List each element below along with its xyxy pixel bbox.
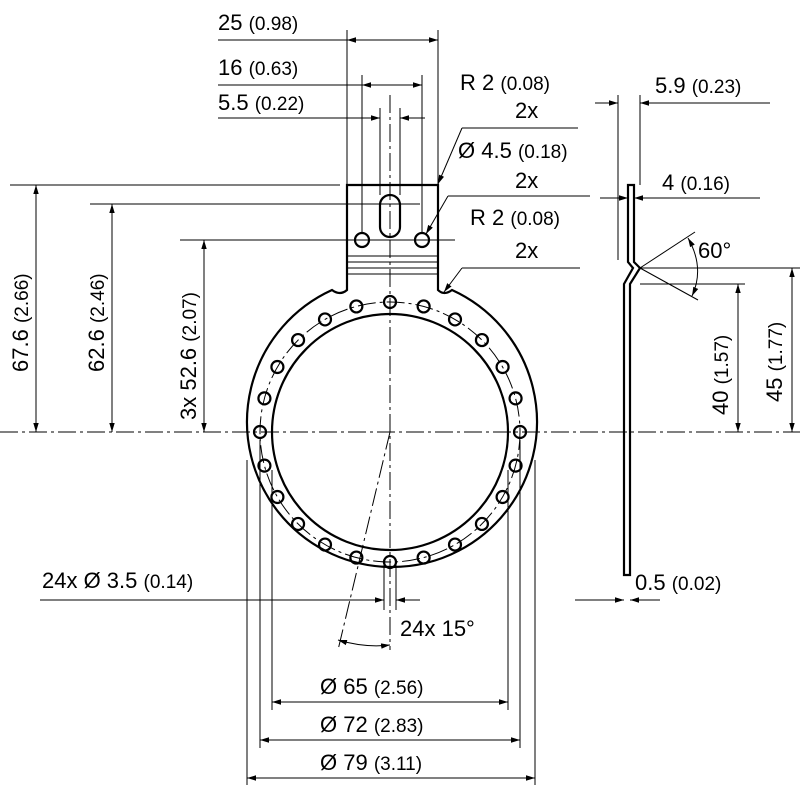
bolt-hole (349, 299, 364, 314)
svg-text:Ø 79 (3.11): Ø 79 (3.11) (320, 750, 422, 775)
bolt-hole (474, 516, 490, 532)
svg-text:40 (1.57): 40 (1.57) (708, 335, 733, 415)
svg-text:62.6 (2.46): 62.6 (2.46) (84, 273, 109, 372)
svg-text:3x 52.6 (2.07): 3x 52.6 (2.07) (176, 292, 201, 420)
bolt-hole (270, 359, 285, 375)
svg-text:5.9 (0.23): 5.9 (0.23) (655, 73, 741, 98)
bolt-hole (290, 332, 306, 348)
svg-text:24x Ø 3.5 (0.14): 24x Ø 3.5 (0.14) (42, 568, 193, 593)
svg-text:24x 15°: 24x 15° (400, 616, 475, 641)
bolt-hole (257, 391, 272, 406)
bolt-hole (474, 332, 490, 348)
callouts: R 2 (0.08) 2x Ø 4.5 (0.18) 2x R 2 (0.08)… (425, 70, 590, 293)
svg-text:2x: 2x (515, 168, 538, 193)
svg-text:2x: 2x (515, 98, 538, 123)
bolt-hole (317, 312, 333, 327)
svg-text:Ø 65 (2.56): Ø 65 (2.56) (320, 674, 423, 699)
bolt-hole (416, 299, 431, 314)
svg-text:67.6 (2.66): 67.6 (2.66) (8, 273, 33, 372)
svg-text:R 2 (0.08): R 2 (0.08) (460, 70, 550, 95)
svg-text:Ø 72 (2.83): Ø 72 (2.83) (320, 712, 423, 737)
ring-part (0, 95, 800, 651)
bolt-hole (508, 391, 523, 406)
bolt-hole (317, 537, 333, 552)
svg-text:R 2 (0.08): R 2 (0.08) (470, 205, 560, 230)
bolt-hole (349, 550, 364, 565)
svg-text:5.5 (0.22): 5.5 (0.22) (218, 90, 304, 115)
bolt-hole (447, 312, 463, 327)
svg-text:Ø 4.5 (0.18): Ø 4.5 (0.18) (458, 138, 568, 163)
left-dimensions: 67.6 (2.66) 62.6 (2.46) 3x 52.6 (2.07) (8, 184, 455, 432)
tab-hatching (347, 255, 438, 275)
bolt-hole (416, 550, 431, 565)
side-view: 5.9 (0.23) 4 (0.16) 60° 40 (1.57) 45 (1.… (575, 73, 800, 603)
bolt-hole (447, 537, 463, 552)
svg-text:16 (0.63): 16 (0.63) (218, 55, 298, 80)
svg-text:2x: 2x (515, 238, 538, 263)
bolt-hole (257, 458, 272, 473)
svg-text:25 (0.98): 25 (0.98) (218, 10, 298, 35)
svg-text:4 (0.16): 4 (0.16) (662, 170, 730, 195)
svg-text:60°: 60° (698, 238, 731, 263)
bolt-hole (270, 489, 285, 505)
bolt-hole (508, 458, 523, 473)
top-dimensions: 25 (0.98) 16 (0.63) 5.5 (0.22) (218, 10, 439, 232)
bolt-hole (495, 359, 510, 375)
bottom-dimensions: 24x Ø 3.5 (0.14) 24x 15° Ø 65 (2.56) Ø 7… (40, 440, 536, 785)
bolt-hole (495, 489, 510, 505)
svg-text:0.5 (0.02): 0.5 (0.02) (635, 570, 721, 595)
svg-text:45 (1.77): 45 (1.77) (762, 322, 787, 402)
bolt-hole (290, 516, 306, 532)
